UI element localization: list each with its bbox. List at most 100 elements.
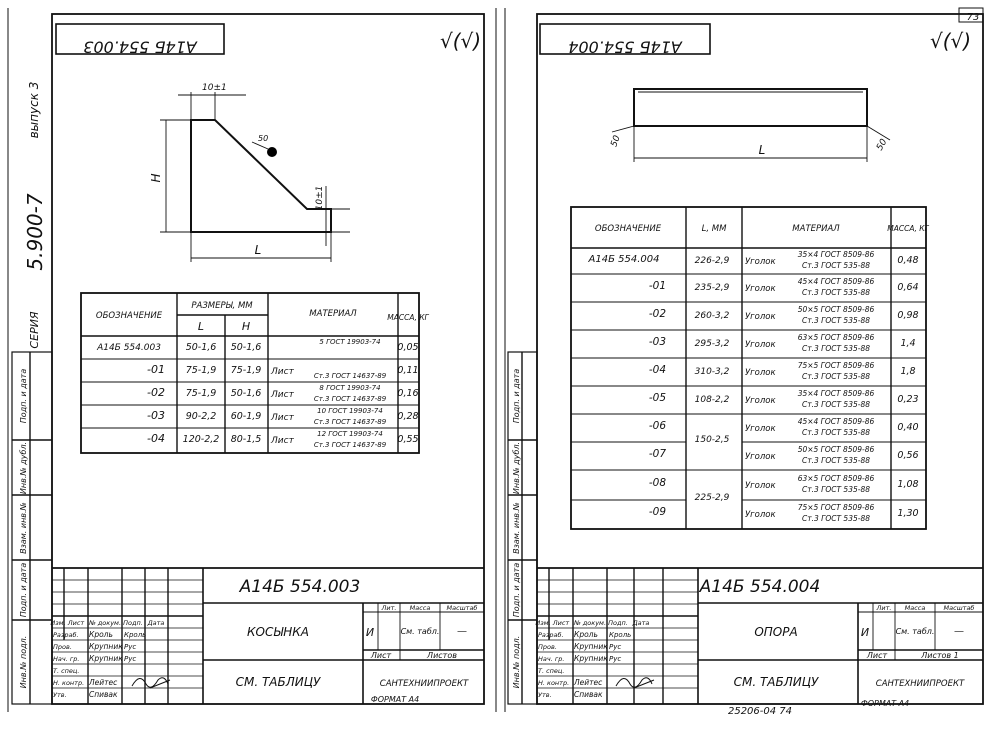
stamp-role: Н. контр. [538, 679, 569, 687]
left-stamp-label: Взам. инв.№ [19, 502, 28, 554]
row-mat-bottom: Ст.3 ГОСТ 535-88 [802, 288, 870, 297]
left-tb-sheet: Лист [370, 651, 392, 660]
row-designation: -03 [649, 336, 666, 348]
row-length: 310-3,2 [695, 367, 730, 377]
row-mat-prefix: Уголок [745, 340, 776, 350]
row-length: 235-2,9 [695, 283, 730, 293]
stamp-sign: Кроль [124, 631, 146, 639]
rhdr-length: L, ММ [702, 224, 727, 234]
row-mat-top: 5 ГОСТ 19903-74 [319, 338, 380, 346]
stamp-name: Крупник [89, 642, 123, 651]
left-tb-scale: — [457, 626, 467, 637]
right-code-flipped: А14Б 554.004 [568, 38, 683, 57]
row-l: 75-1,9 [186, 388, 217, 399]
right-stamp-label: Инв.№ дубл. [512, 442, 521, 494]
dim-top: 10±1 [202, 83, 227, 93]
stamp-name: Кроль [574, 630, 598, 639]
stamp-role: Разраб. [53, 631, 79, 639]
row-mat-top: 12 ГОСТ 19903-74 [317, 430, 383, 438]
left-stamp-labels: Подп. и дата Инв.№ дубл. Взам. инв.№ Под… [19, 369, 28, 689]
row-mat-bottom: Ст.3 ГОСТ 535-88 [802, 400, 870, 409]
right-tb-org: САНТЕХНИИПРОЕКТ [876, 679, 965, 689]
issue-label: выпуск 3 [27, 82, 41, 139]
left-tb-lit: И [366, 626, 374, 639]
sheet-number: 73 [967, 12, 980, 23]
left-roughness-mark: √(√) [440, 29, 481, 53]
row-mat-bottom: Ст.3 ГОСТ 535-88 [802, 372, 870, 381]
stamp-sign: Кроль [609, 631, 631, 639]
stamp-role: Пров. [538, 643, 557, 651]
row-mat-top: 63×5 ГОСТ 8509-86 [798, 474, 875, 483]
hdr-h: H [242, 320, 250, 333]
stamp-col-header: Подп. [608, 619, 628, 627]
left-tb-name: КОСЫНКА [247, 625, 309, 639]
bar-dim-l: L [759, 143, 766, 157]
row-mat-prefix: Лист [270, 413, 295, 423]
stamp-role: Т. спец. [538, 667, 564, 675]
stamp-sign: Рус [124, 655, 136, 663]
left-tb-org: САНТЕХНИИПРОЕКТ [380, 679, 469, 689]
row-mass: 0,16 [397, 388, 418, 399]
row-designation: -04 [649, 364, 666, 376]
row-designation: -08 [649, 477, 666, 489]
hdr-material: МАТЕРИАЛ [309, 309, 357, 319]
left-tb-mass-hdr: Масса [410, 604, 431, 612]
row-mass: 0,28 [397, 411, 418, 422]
row-mat-bottom: Ст.3 ГОСТ 14637-89 [314, 395, 387, 403]
left-tb-see: СМ. ТАБЛИЦУ [236, 675, 321, 689]
hdr-designation: ОБОЗНАЧЕНИЕ [96, 311, 163, 321]
stamp-sign: Рус [609, 655, 621, 663]
row-mat-bottom: Ст.3 ГОСТ 14637-89 [314, 372, 387, 380]
circle-label: 50 [258, 134, 268, 143]
left-stamp-label: Подп. и дата [19, 563, 28, 618]
row-designation: -01 [147, 363, 165, 376]
row-mass: 1,30 [897, 508, 918, 519]
stamp-name: Лейтес [88, 678, 118, 687]
hdr-dims: РАЗМЕРЫ, ММ [191, 301, 253, 311]
right-roughness-mark: √(√) [930, 29, 971, 53]
stamp-col-header: Изм. [535, 619, 550, 627]
hdr-mass: МАССА, КГ [387, 313, 429, 322]
row-h: 75-1,9 [231, 365, 262, 376]
dim-l: L [255, 243, 262, 257]
row-mat-top: 45×4 ГОСТ 8509-86 [798, 417, 875, 426]
row-mat-top: 50×5 ГОСТ 8509-86 [798, 445, 875, 454]
right-tb-mass-hdr: Масса [905, 604, 926, 612]
signatures [131, 677, 655, 689]
bar-dim-right: 50 [875, 137, 890, 152]
row-length: 295-3,2 [695, 339, 730, 349]
row-designation: А14Б 554.003 [96, 343, 161, 353]
stamp-name: Спивак [89, 690, 118, 699]
row-mass: 0,48 [897, 255, 918, 266]
left-stamp-label: Подп. и дата [19, 369, 28, 424]
right-tb-see: СМ. ТАБЛИЦУ [734, 675, 819, 689]
row-mat-bottom: Ст.3 ГОСТ 14637-89 [314, 441, 387, 449]
row-mat-prefix: Уголок [745, 257, 776, 267]
stamp-name: Лейтес [573, 678, 603, 687]
row-mass: 1,8 [900, 366, 915, 377]
right-stamp-label: Подп. и дата [512, 563, 521, 618]
series-label: 5.900-7 [23, 193, 47, 270]
right-tb-sheet: Лист [866, 651, 888, 660]
right-tb-sheets: Листов 1 [920, 651, 959, 660]
stamp-role: Разраб. [538, 631, 564, 639]
row-mat-prefix: Лист [270, 436, 295, 446]
left-tb-scale-hdr: Масштаб [447, 604, 478, 612]
row-designation: -05 [649, 392, 666, 404]
rhdr-mass: МАССА, КГ [887, 224, 929, 233]
stamp-col-header: Дата [147, 619, 165, 627]
row-mass: 1,08 [897, 479, 918, 490]
right-tb-scale: — [954, 626, 964, 637]
row-mat-prefix: Уголок [745, 396, 776, 406]
row-designation: -06 [649, 420, 666, 432]
row-mat-top: 8 ГОСТ 19903-74 [319, 384, 380, 392]
stamp-role: Пров. [53, 643, 72, 651]
merged-length-1: 150-2,5 [695, 435, 730, 445]
row-mat-bottom: Ст.3 ГОСТ 535-88 [802, 485, 870, 494]
stamp-name: Спивак [574, 690, 603, 699]
row-mat-prefix: Уголок [745, 284, 776, 294]
left-table-header: ОБОЗНАЧЕНИЕ РАЗМЕРЫ, ММ L H МАТЕРИАЛ МАС… [96, 301, 430, 333]
right-tb-mass: См. табл. [896, 627, 935, 636]
